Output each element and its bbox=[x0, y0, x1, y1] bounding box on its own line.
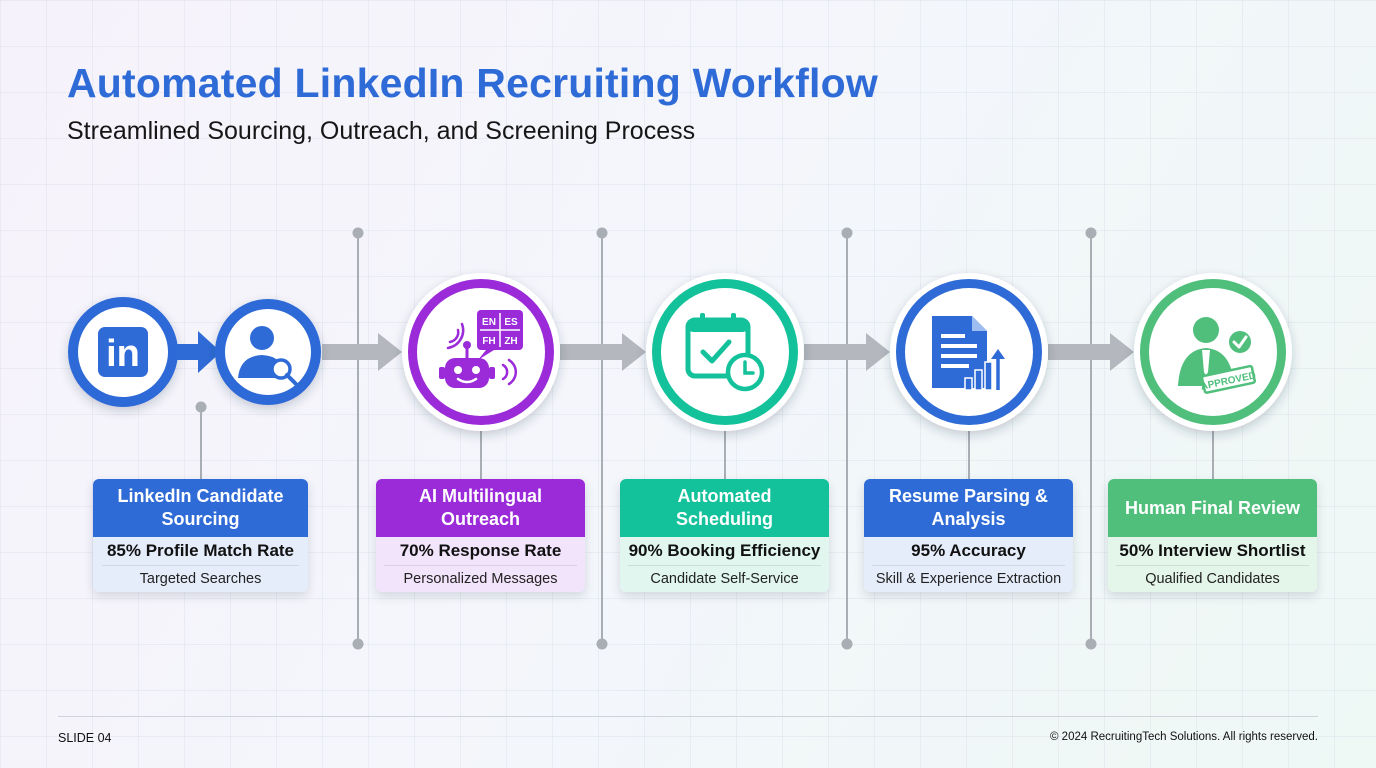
step-description: Candidate Self-Service bbox=[650, 571, 799, 587]
separator-2 bbox=[596, 227, 608, 650]
footer-divider bbox=[58, 716, 1318, 717]
robot-translate-icon: EN ES FH ZH bbox=[402, 273, 560, 431]
page-subtitle: Streamlined Sourcing, Outreach, and Scre… bbox=[67, 117, 696, 145]
separator-3 bbox=[841, 227, 853, 650]
step-title: AI Multilingual Outreach bbox=[376, 479, 585, 537]
svg-text:ES: ES bbox=[504, 317, 518, 328]
step-card-1: LinkedIn Candidate Sourcing 85% Profile … bbox=[93, 479, 308, 592]
step-description: Qualified Candidates bbox=[1145, 571, 1280, 587]
step-description: Skill & Experience Extraction bbox=[875, 571, 1062, 587]
step-card-4: Resume Parsing & Analysis 95% Accuracy S… bbox=[864, 479, 1073, 592]
step-metric: 70% Response Rate bbox=[384, 537, 577, 566]
linkedin-icon: in bbox=[68, 297, 178, 407]
svg-text:FH: FH bbox=[482, 336, 495, 347]
arrow-1 bbox=[322, 333, 402, 371]
step-title: Automated Scheduling bbox=[620, 479, 829, 537]
step-metric: 90% Booking Efficiency bbox=[628, 537, 821, 566]
step-metric: 85% Profile Match Rate bbox=[101, 537, 300, 566]
arrow-2 bbox=[560, 333, 646, 371]
separator-4 bbox=[1085, 227, 1097, 650]
slide-number: SLIDE 04 bbox=[58, 731, 112, 745]
step-title: Human Final Review bbox=[1108, 479, 1317, 537]
flow-arrows bbox=[322, 333, 1134, 371]
step-card-5: Human Final Review 50% Interview Shortli… bbox=[1108, 479, 1317, 592]
arrow-4 bbox=[1048, 333, 1134, 371]
copyright-text: © 2024 RecruitingTech Solutions. All rig… bbox=[1050, 731, 1318, 743]
step-description: Personalized Messages bbox=[403, 571, 558, 587]
svg-text:in: in bbox=[106, 333, 140, 375]
step-card-2: AI Multilingual Outreach 70% Response Ra… bbox=[376, 479, 585, 592]
arrow-3 bbox=[804, 333, 890, 371]
blue-arrow bbox=[176, 331, 221, 373]
calendar-clock-icon bbox=[646, 273, 804, 431]
approved-person-icon: APPROVED bbox=[1134, 273, 1292, 431]
separator-1 bbox=[352, 227, 364, 650]
step-title: LinkedIn Candidate Sourcing bbox=[93, 479, 308, 537]
connector-stems bbox=[195, 401, 1214, 479]
step-1-icons: in bbox=[68, 297, 321, 407]
step-description: Targeted Searches bbox=[139, 571, 262, 587]
step-card-3: Automated Scheduling 90% Booking Efficie… bbox=[620, 479, 829, 592]
page-title: Automated LinkedIn Recruiting Workflow bbox=[67, 60, 878, 106]
separator-lines bbox=[352, 227, 1097, 650]
step-title: Resume Parsing & Analysis bbox=[864, 479, 1073, 537]
step-metric: 50% Interview Shortlist bbox=[1116, 537, 1309, 566]
svg-text:EN: EN bbox=[482, 317, 496, 328]
svg-text:ZH: ZH bbox=[504, 336, 517, 347]
step-metric: 95% Accuracy bbox=[872, 537, 1065, 566]
user-search-icon bbox=[215, 299, 321, 405]
document-chart-icon bbox=[890, 273, 1048, 431]
